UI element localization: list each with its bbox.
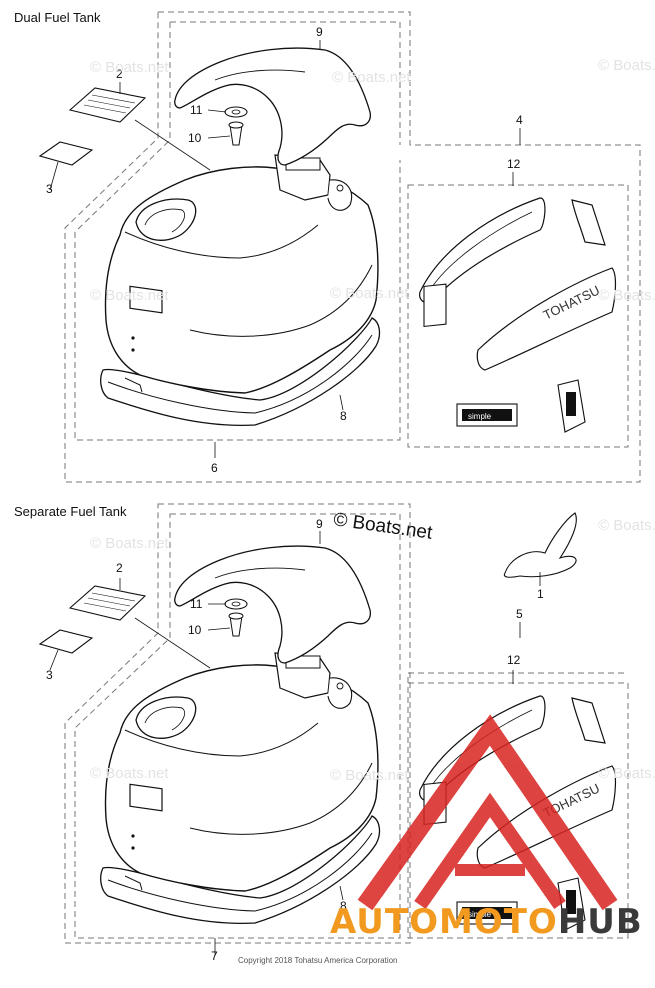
callout-10: 10 [188,131,202,145]
decal-set-top [419,197,617,433]
logo-part-auto: AUTO [330,902,439,942]
decal-set-bottom [419,695,617,931]
callout-11: 11 [190,597,203,611]
section-title-separate: Separate Fuel Tank [14,504,127,519]
callout-11: 11 [190,103,203,117]
svg-text:© Boats.net: © Boats.net [598,517,655,534]
svg-text:© Boats.net: © Boats.net [90,287,169,304]
label-3-top [38,141,94,166]
svg-text:© Boats.net: © Boats.net [330,767,409,784]
svg-text:© Boats.net: © Boats.net [598,765,655,782]
callout-5: 5 [516,607,523,621]
simple-badge-text: simple [468,910,492,919]
simple-badge-text: simple [468,412,492,421]
cowl-bottom [100,652,381,925]
dual-fuel-tank-section: 9 2 11 10 3 4 12 8 6 TOHATSU simple [38,11,641,483]
callout-2: 2 [116,561,123,575]
svg-text:© Boats.net: © Boats.net [598,57,655,74]
callout-8: 8 [340,899,347,913]
automotohub-wordmark: AUTOMOTOHUB [330,902,643,942]
svg-text:© Boats.net: © Boats.net [332,69,411,86]
callout-1: 1 [537,587,544,601]
hood-top [174,47,371,166]
label-3-bottom [38,629,94,654]
callout-8: 8 [340,409,347,423]
svg-text:© Boats.net: © Boats.net [90,535,169,552]
callout-6: 6 [211,461,218,475]
caution-label-2-bottom [68,585,147,621]
caution-label-2-top [68,87,147,123]
callout-9: 9 [316,517,323,531]
callout-10: 10 [188,623,202,637]
logo-part-moto: MOTO [438,902,558,942]
callout-12: 12 [507,653,521,667]
callout-4: 4 [516,113,523,127]
callout-7: 7 [211,949,218,963]
svg-text:© Boats.net: © Boats.net [598,287,655,304]
svg-text:© Boats.net: © Boats.net [90,59,169,76]
copyright-text: Copyright 2018 Tohatsu America Corporati… [238,956,398,965]
callout-3: 3 [46,668,53,682]
svg-text:© Boats.net: © Boats.net [90,765,169,782]
svg-text:© Boats.net: © Boats.net [330,285,409,302]
callout-2: 2 [116,67,123,81]
logo-part-hub: HUB [557,902,643,942]
separate-fuel-tank-section: 9 2 11 10 3 1 5 12 8 7 TOHATSU simple [38,503,629,963]
callout-3: 3 [46,182,53,196]
callout-12: 12 [507,157,521,171]
script-decal-1 [503,512,577,578]
automotohub-logo [357,714,618,911]
hood-bottom [174,545,371,664]
section-title-dual: Dual Fuel Tank [14,10,101,25]
callout-9: 9 [316,25,323,39]
